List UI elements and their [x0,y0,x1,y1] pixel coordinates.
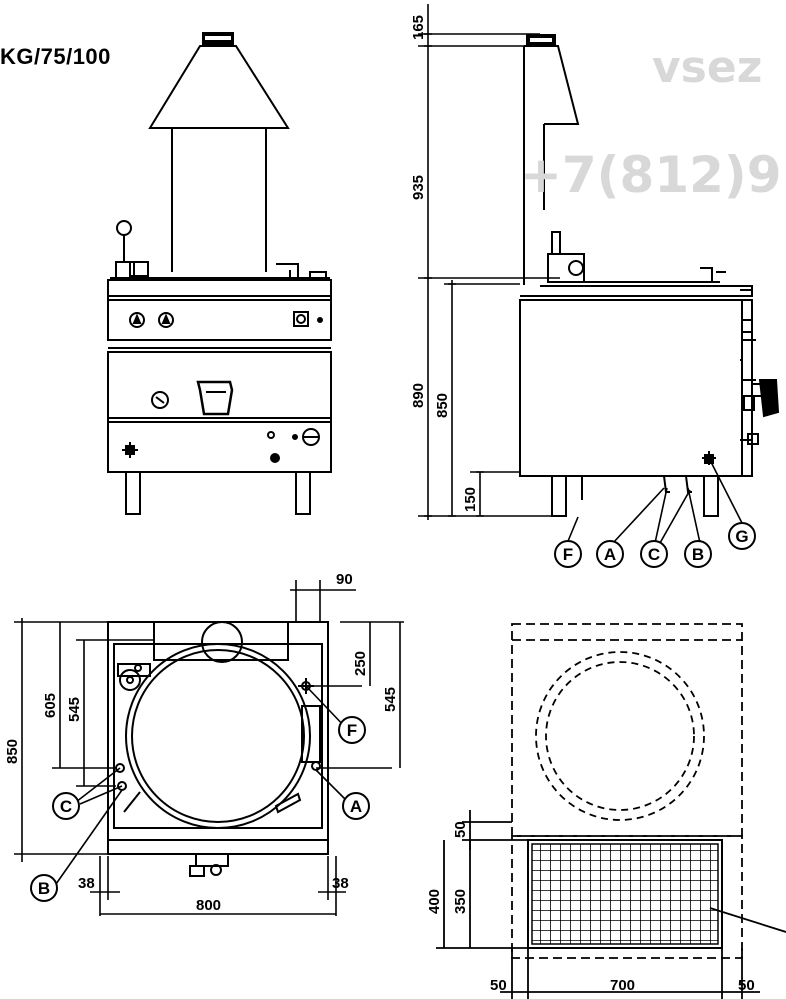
dim-545-left: 545 [66,697,83,722]
dim-800: 800 [196,897,221,914]
dim-935: 935 [410,175,427,200]
watermark: vsez +7(812)9 [520,42,782,204]
plan-dimensions [14,580,404,916]
plan-callout-a: A [350,797,362,816]
dim-38-right: 38 [332,875,349,892]
foundation-view [436,623,786,999]
dim-50-right: 50 [738,977,755,994]
side-view [519,34,780,517]
dim-350: 350 [452,889,469,914]
callout-g: G [735,527,748,546]
plan-callout-f: F [347,721,357,740]
watermark-phone: +7(812)9 [520,146,782,204]
plan-callout-c: C [60,797,72,816]
dim-90: 90 [336,571,353,588]
foundation-dim-labels: 50 400 350 50 700 50 [426,821,755,994]
dim-545-right: 545 [382,687,399,712]
side-dimensions [418,4,743,547]
callout-b: B [692,545,704,564]
dim-850-plan: 850 [4,739,21,764]
dim-38-left: 38 [78,875,95,892]
plan-dim-labels: 90 250 545 605 545 850 38 38 800 [4,571,399,914]
callout-a: A [604,545,616,564]
dim-850: 850 [434,393,451,418]
plan-view [107,621,329,877]
model-title: KG/75/100 [0,44,111,69]
plan-callout-b: B [38,879,50,898]
callout-f: F [563,545,573,564]
dim-50-top: 50 [452,821,469,838]
dim-890: 890 [410,383,427,408]
dim-250: 250 [352,651,369,676]
dim-700: 700 [610,977,635,994]
plan-callouts: F A C B [30,716,370,902]
watermark-site: vsez [652,42,762,93]
callout-c: C [648,545,660,564]
side-dim-labels: 165 935 890 850 150 [410,15,479,512]
side-callouts: F A C B G [554,522,756,568]
dim-50-left: 50 [490,977,507,994]
front-view [107,32,332,515]
dim-605: 605 [42,693,59,718]
dim-150: 150 [462,487,479,512]
dim-400: 400 [426,889,443,914]
dim-165: 165 [410,15,427,40]
